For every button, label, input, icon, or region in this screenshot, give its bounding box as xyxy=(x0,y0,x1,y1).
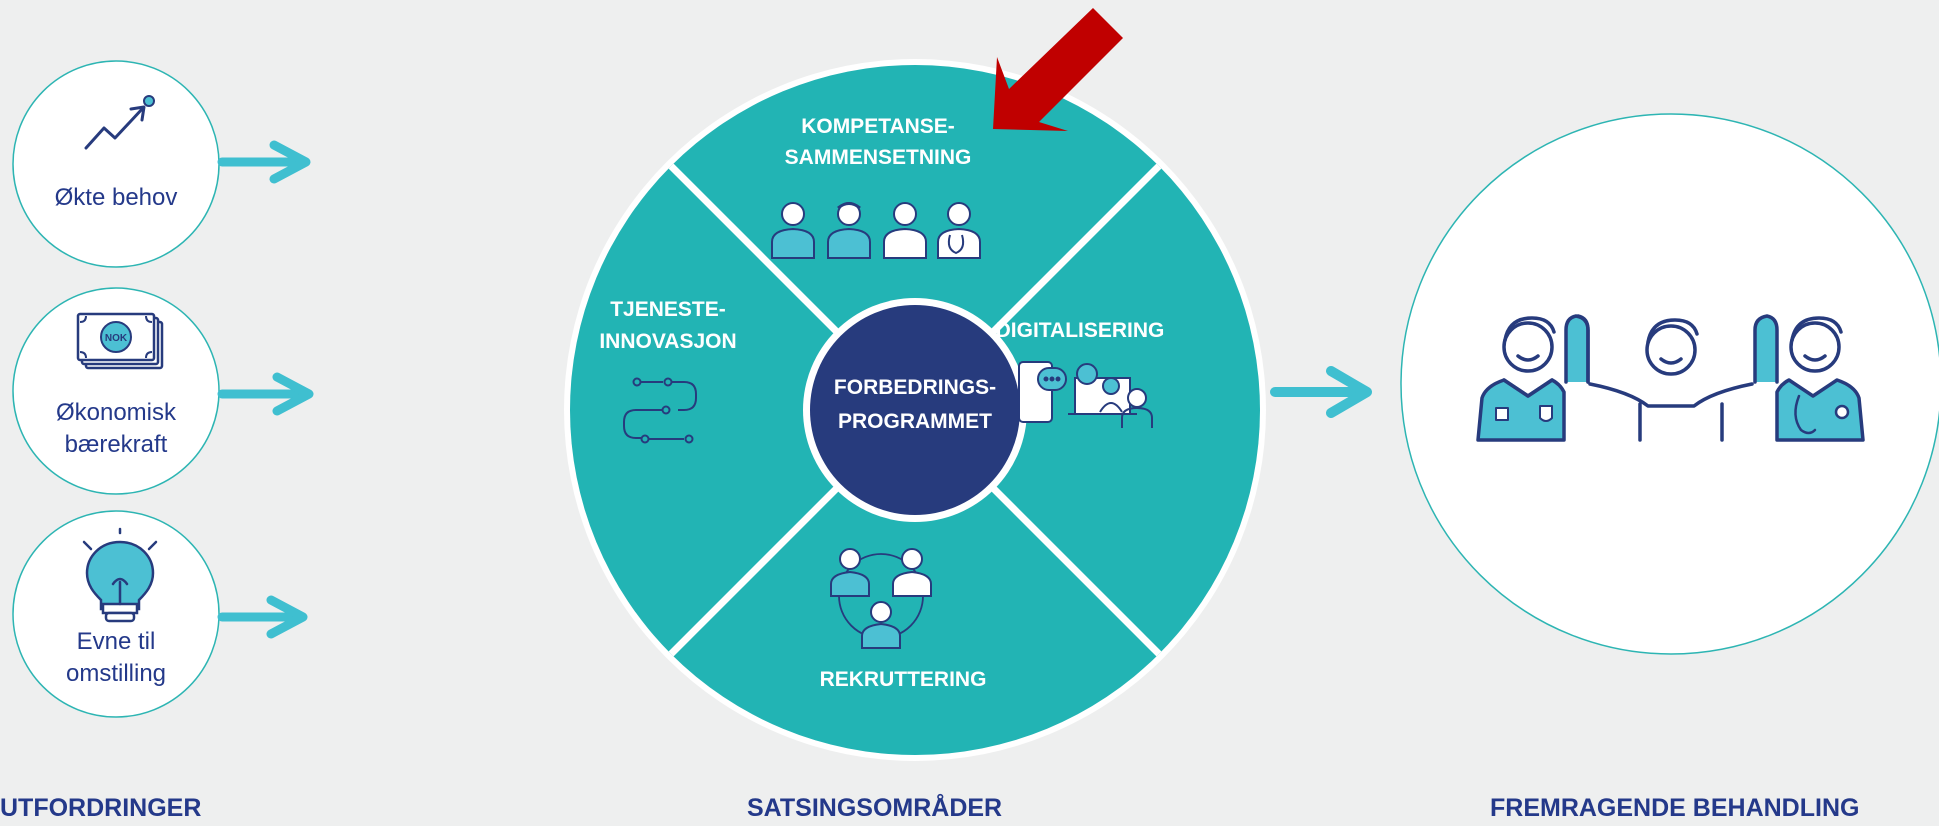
outcome-circle xyxy=(1400,113,1939,655)
trend-up-icon xyxy=(84,95,155,150)
digital-consultation-icon xyxy=(1018,361,1153,428)
highlight-arrow xyxy=(993,8,1123,131)
arrow-right-icon xyxy=(217,140,311,184)
outcome-item xyxy=(1400,113,1939,655)
segment-label-competence: SAMMENSETNING xyxy=(785,146,972,169)
wheel-center-label: PROGRAMMET xyxy=(838,410,992,433)
segment-label-competence: KOMPETANSE- xyxy=(801,115,955,138)
wheel-center-label: FORBEDRINGS- xyxy=(834,376,996,399)
wheel-center xyxy=(810,305,1020,515)
challenge-item-economy: NOK Økonomisk bærekraft xyxy=(12,287,220,495)
arrow-right-icon xyxy=(217,372,314,416)
focus-areas-heading: SATSINGSOMRÅDER xyxy=(747,794,1003,822)
challenge-item-adaptability: Evne til omstilling xyxy=(12,510,220,718)
challenge-circle xyxy=(12,60,220,268)
healthcare-team-icon xyxy=(771,202,981,259)
segment-label-innovation: TJENESTE- xyxy=(610,298,726,321)
outcome-heading: FREMRAGENDE BEHANDLING xyxy=(1490,794,1860,822)
challenge-label: omstilling xyxy=(66,660,166,687)
segment-label-digitalization: DIGITALISERING xyxy=(996,319,1165,342)
challenge-label: bærekraft xyxy=(65,431,168,458)
challenge-label: Evne til xyxy=(77,628,156,655)
high-five-team-icon xyxy=(1476,314,1865,442)
lightbulb-icon xyxy=(82,527,158,623)
money-bill-text: NOK xyxy=(105,333,128,344)
recruitment-network-icon xyxy=(830,548,932,649)
challenge-item-needs: Økte behov xyxy=(12,60,220,268)
challenge-label: Økonomisk xyxy=(56,399,177,426)
challenges-heading: UTFORDRINGER xyxy=(0,794,202,822)
arrow-right-icon xyxy=(217,595,308,639)
focus-wheel: FORBEDRINGS- PROGRAMMET KOMPETANSE- SAMM… xyxy=(564,59,1266,761)
money-bills-icon: NOK xyxy=(76,312,164,370)
segment-label-innovation: INNOVASJON xyxy=(599,330,736,353)
arrow-right-icon xyxy=(1270,366,1372,418)
segment-label-recruitment: REKRUTTERING xyxy=(820,668,987,691)
process-flow-icon xyxy=(623,377,697,444)
challenge-label: Økte behov xyxy=(55,184,178,211)
